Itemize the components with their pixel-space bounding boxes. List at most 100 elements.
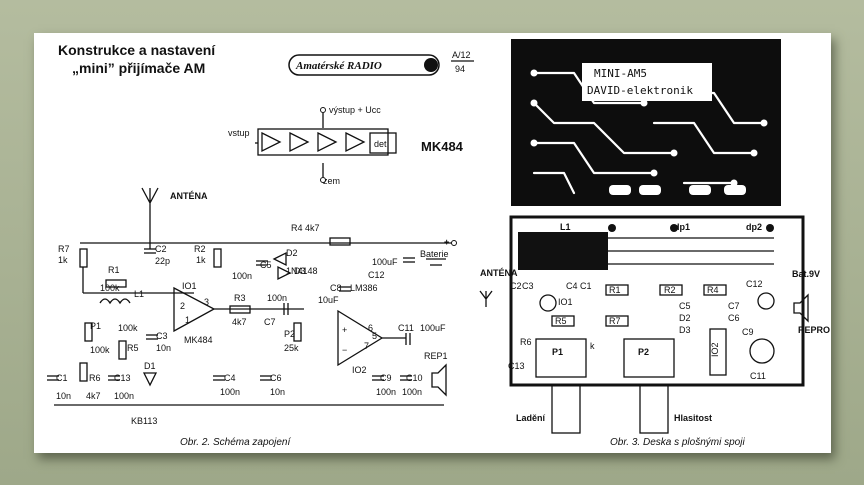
label-r2: R2 <box>194 244 206 254</box>
label-r4: R4 <box>707 285 719 295</box>
pcb-caption: Obr. 3. Deska s plošnými spoji <box>610 437 745 448</box>
svg-text:7: 7 <box>364 341 369 351</box>
label-l1v: 100k <box>118 323 138 333</box>
label-c5: C5 <box>260 260 272 270</box>
label-c11v: 100uF <box>420 323 446 333</box>
label-c7: C7 <box>728 301 740 311</box>
label-r7v: 1k <box>58 255 68 265</box>
label-c9: C9 <box>380 373 392 383</box>
label-c9v: 100n <box>376 387 396 397</box>
label-r7: R7 <box>609 316 621 326</box>
pcb-copper-side: MINI-AM5 DAVID-elektronik <box>511 39 781 206</box>
pcb-title-line1: MINI-AM5 <box>594 67 647 80</box>
circuit-schematic: ANTÉNA + R7 1k R1 100k L1 100k C2 22p R2… <box>47 187 457 426</box>
label-c6: C6 <box>728 313 740 323</box>
label-c1: C1 <box>580 281 592 291</box>
label-r3v: 4k7 <box>232 317 247 327</box>
label-io2: IO2 <box>352 365 367 375</box>
label-r6v: 4k7 <box>86 391 101 401</box>
label-c5b: 100n <box>267 293 287 303</box>
mk484-output-label: výstup + Ucc <box>329 105 381 115</box>
label-c8: C8 <box>330 283 342 293</box>
label-r1v: 100k <box>100 283 120 293</box>
label-c2: C2 <box>155 244 167 254</box>
label-r5: R5 <box>555 316 567 326</box>
title-line-2: „mini” přijímače AM <box>72 60 205 76</box>
label-d3: D3 <box>679 325 691 335</box>
schematic-antenna-label: ANTÉNA <box>170 191 208 201</box>
label-c4: C4 <box>566 281 578 291</box>
label-in4148: 1N4148 <box>286 266 318 276</box>
label-c6: C6 <box>270 373 282 383</box>
svg-text:+: + <box>342 325 347 335</box>
svg-text:2: 2 <box>180 301 185 311</box>
svg-text:5: 5 <box>372 331 377 341</box>
label-c13v: 100n <box>114 391 134 401</box>
mk484-block-diagram: vstup výstup + Ucc zem det MK484 <box>228 105 464 186</box>
svg-text:3: 3 <box>204 297 209 307</box>
label-p2: P2 <box>638 347 649 357</box>
label-c5: C5 <box>679 301 691 311</box>
label-c10v: 100n <box>402 387 422 397</box>
issue-number: A/12 <box>452 50 471 60</box>
label-l1: L1 <box>560 222 571 232</box>
label-c2: C2 <box>510 281 522 291</box>
label-c9: C9 <box>742 327 754 337</box>
mk484-name: MK484 <box>421 139 464 154</box>
label-p1: P1 <box>552 347 563 357</box>
label-r6: R6 <box>520 337 532 347</box>
label-c3: C3 <box>156 331 168 341</box>
label-c3: C3 <box>522 281 534 291</box>
label-r6: R6 <box>89 373 101 383</box>
label-bat: Bat.9V <box>792 269 820 279</box>
label-io2: IO2 <box>710 342 720 357</box>
label-r1: R1 <box>108 265 120 275</box>
label-r2v: 1k <box>196 255 206 265</box>
label-io1: IO1 <box>182 281 197 291</box>
svg-text:6: 6 <box>368 323 373 333</box>
label-c12: C12 <box>368 270 385 280</box>
pcb-title-line2: DAVID-elektronik <box>587 84 693 97</box>
label-c4: C4 <box>224 373 236 383</box>
label-c2v: 22p <box>155 256 170 266</box>
label-d2: D2 <box>286 248 298 258</box>
label-c10: C10 <box>406 373 423 383</box>
mk484-gnd-label: zem <box>323 176 340 186</box>
svg-text:−: − <box>342 345 347 355</box>
label-l1: L1 <box>134 289 144 299</box>
figure-canvas: Konstrukce a nastavení „mini” přijímače … <box>47 39 830 448</box>
label-p2: P2 <box>284 329 295 339</box>
label-d1: D1 <box>144 361 156 371</box>
label-r2: R2 <box>664 285 676 295</box>
label-c11: C11 <box>398 323 414 333</box>
label-io1: IO1 <box>558 297 573 307</box>
label-c3v: 10n <box>156 343 171 353</box>
logo-text: Amatérské RADIO <box>295 60 382 72</box>
svg-text:1: 1 <box>185 315 190 325</box>
label-bat: Baterie <box>420 249 449 259</box>
schematic-caption: Obr. 2. Schéma zapojení <box>180 437 291 448</box>
label-c7: C7 <box>264 317 276 327</box>
label-c8v: 10uF <box>318 295 339 305</box>
label-c6v: 10n <box>270 387 285 397</box>
magazine-logo: Amatérské RADIO <box>288 54 440 76</box>
label-lm: LM386 <box>350 283 378 293</box>
label-dp1: dp1 <box>674 222 690 232</box>
issue-year: 94 <box>455 64 465 74</box>
title-line-1: Konstrukce a nastavení <box>58 42 216 58</box>
label-p2v: 25k <box>284 343 299 353</box>
label-repro: REPRO <box>798 325 830 335</box>
pcb-knob2-label: Hlasitost <box>674 413 712 423</box>
label-c1v: 10n <box>56 391 71 401</box>
label-d3: D3 <box>294 266 306 276</box>
scanned-page: Konstrukce a nastavení „mini” přijímače … <box>34 33 831 453</box>
label-r1: R1 <box>609 285 621 295</box>
label-p1v: 100k <box>90 345 110 355</box>
label-kb: KB113 <box>131 416 157 426</box>
label-c11: C11 <box>750 371 766 381</box>
label-rep: REP1 <box>424 351 448 361</box>
label-c4v: 100n <box>220 387 240 397</box>
pcb-knob1-label: Ladění <box>516 413 546 423</box>
label-c13: C13 <box>508 361 525 371</box>
